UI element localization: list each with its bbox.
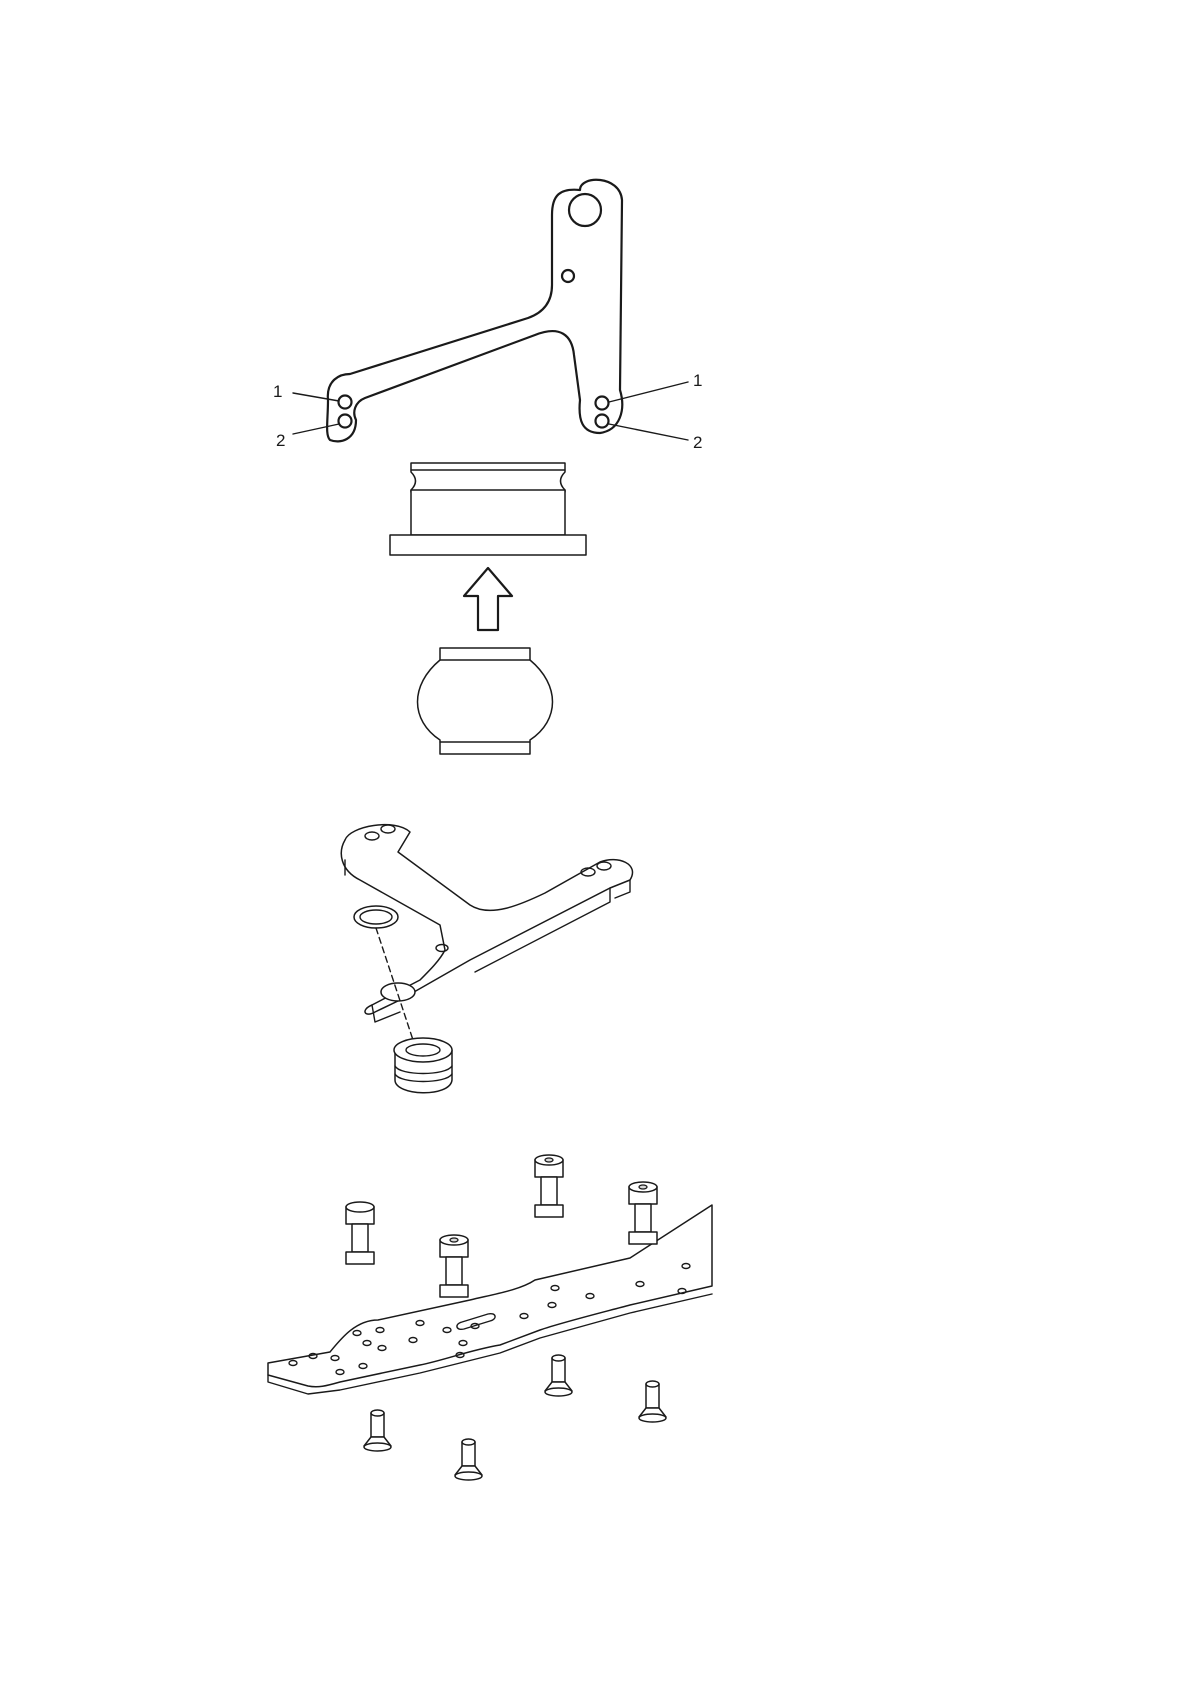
bracket-outline — [327, 180, 622, 442]
bushing-flange — [390, 535, 586, 555]
bushing-groove — [411, 463, 565, 492]
screw-3 — [545, 1355, 572, 1396]
iso-pivot-hole — [381, 983, 415, 1001]
standoff-2 — [440, 1235, 468, 1297]
callout-right-1: 1 — [693, 371, 702, 390]
bracket-flat-view: 1 2 1 2 — [273, 180, 702, 452]
bushing-body — [411, 490, 565, 535]
screw-4 — [639, 1381, 666, 1422]
bracket-isometric-bearing — [341, 825, 632, 1093]
hole-right-1 — [596, 397, 609, 410]
leader-right-2 — [609, 424, 688, 440]
small-hole — [562, 270, 574, 282]
flange-bearing — [394, 1038, 452, 1093]
ball-joint — [418, 648, 553, 754]
standoff-1 — [346, 1202, 374, 1264]
hole-left-1 — [339, 396, 352, 409]
standoff-3 — [535, 1155, 563, 1217]
leader-left-2 — [293, 424, 339, 434]
screw-2 — [455, 1439, 482, 1480]
pivot-hole — [569, 194, 601, 226]
hole-right-2 — [596, 415, 609, 428]
hole-left-2 — [339, 415, 352, 428]
leader-left-1 — [293, 393, 339, 401]
frame-plate-standoffs-screws — [268, 1155, 712, 1480]
bushing-press-arrow — [390, 463, 586, 754]
callout-left-1: 1 — [273, 382, 282, 401]
callout-left-2: 2 — [276, 431, 285, 450]
standoff-4 — [629, 1182, 657, 1244]
callout-right-2: 2 — [693, 433, 702, 452]
press-arrow — [464, 568, 512, 630]
screw-1 — [364, 1410, 391, 1451]
